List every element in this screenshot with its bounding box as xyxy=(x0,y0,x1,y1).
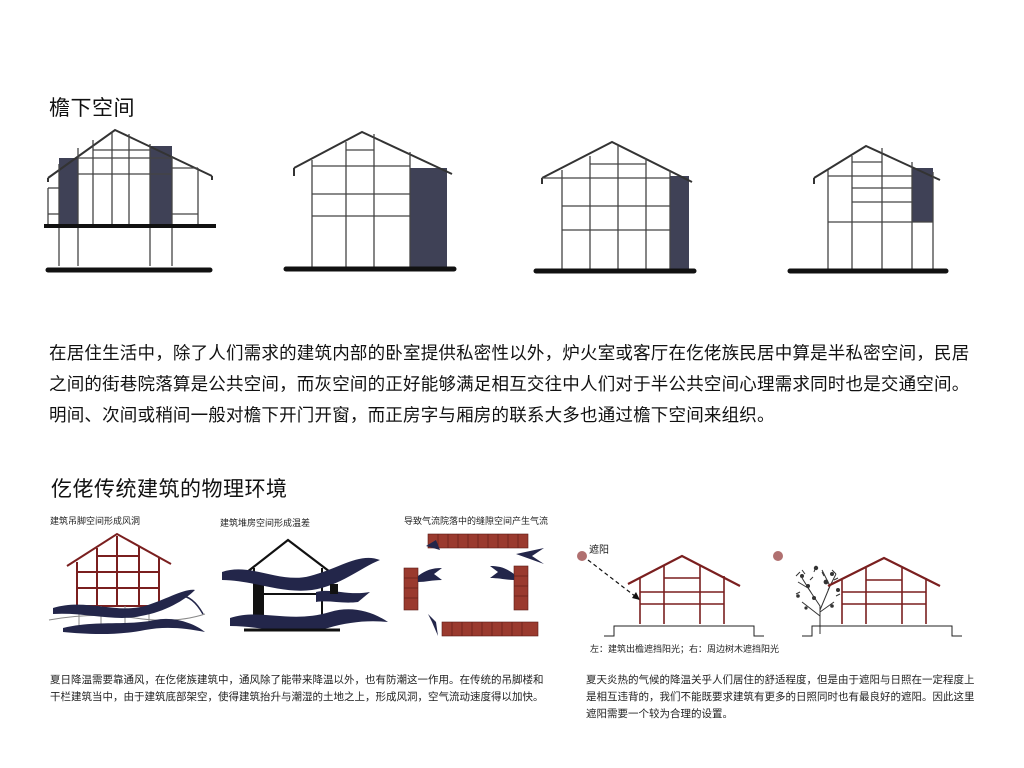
tree-shading-diagram xyxy=(773,551,962,637)
courtyard-airflow-diagram xyxy=(403,533,544,637)
sun-icon xyxy=(773,551,783,561)
ventilation-caption: 夏日降温需要靠通风，在仡佬族建筑中，通风除了能带来降温以外，也有防潮这一作用。在… xyxy=(50,674,544,703)
figure-label-courtyard-airflow: 导致气流院落中的缝隙空间产生气流 xyxy=(404,517,549,527)
sun-icon xyxy=(577,551,587,561)
figure-label-stilt-wind-tunnel: 建筑吊脚空间形成风洞 xyxy=(50,517,141,527)
eave-shading-diagram xyxy=(577,551,764,637)
eaves-section-diagram-2 xyxy=(283,130,457,272)
figure-label-temperature-difference: 建筑堆房空间形成温差 xyxy=(220,519,311,529)
eaves-section-diagram-4 xyxy=(787,144,949,274)
sun-label: 遮阳 xyxy=(589,545,609,556)
eaves-space-paragraph: 在居住生活中，除了人们需求的建筑内部的卧室提供私密性以外，炉火室或客厅在仡佬族民… xyxy=(49,344,970,426)
stilt-house-wind-diagram xyxy=(48,532,206,634)
shading-figure-caption: 左：建筑出檐遮挡阳光；右：周边树木遮挡阳光 xyxy=(590,645,780,655)
eaves-section-diagram-1 xyxy=(44,128,216,273)
shading-caption: 夏天炎热的气候的降温关乎人们居住的舒适程度，但是由于遮阳与日照在一定程度上是相互… xyxy=(586,674,975,720)
section-title-physical-environment: 仡佬传统建筑的物理环境 xyxy=(51,477,288,501)
eaves-section-diagram-3 xyxy=(533,140,697,274)
section-title-eaves-space: 檐下空间 xyxy=(49,96,135,120)
temperature-difference-diagram xyxy=(222,538,388,632)
